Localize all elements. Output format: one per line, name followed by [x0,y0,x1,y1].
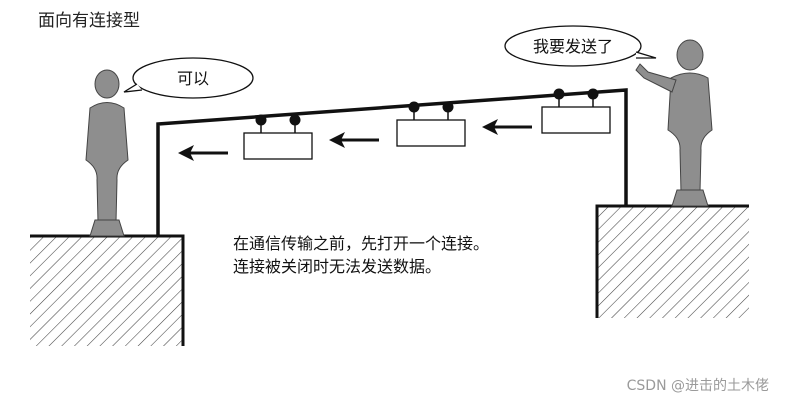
packet-box [396,100,466,147]
right-person-icon [635,39,713,207]
arrow-left-icon [327,130,381,150]
speech-right-text: 我要发送了 [533,37,613,56]
left-ground [30,234,185,346]
arrow-left-icon [176,143,230,163]
packet-box [243,113,313,160]
arrow-left-icon [480,117,534,137]
speech-bubble-left: 可以 [123,57,254,99]
caption: 在通信传输之前，先打开一个连接。 连接被关闭时无法发送数据。 [233,232,489,278]
connection-line [156,88,628,236]
left-person-icon [85,69,129,237]
right-ground [595,204,749,318]
caption-line-1: 在通信传输之前，先打开一个连接。 [233,234,490,253]
speech-left-text: 可以 [177,69,209,88]
speech-bubble-right: 我要发送了 [504,25,657,67]
diagram-title: 面向有连接型 [38,11,140,31]
watermark: CSDN @进击的土木佬 [626,378,769,394]
caption-line-2: 连接被关闭时无法发送数据。 [233,257,442,276]
